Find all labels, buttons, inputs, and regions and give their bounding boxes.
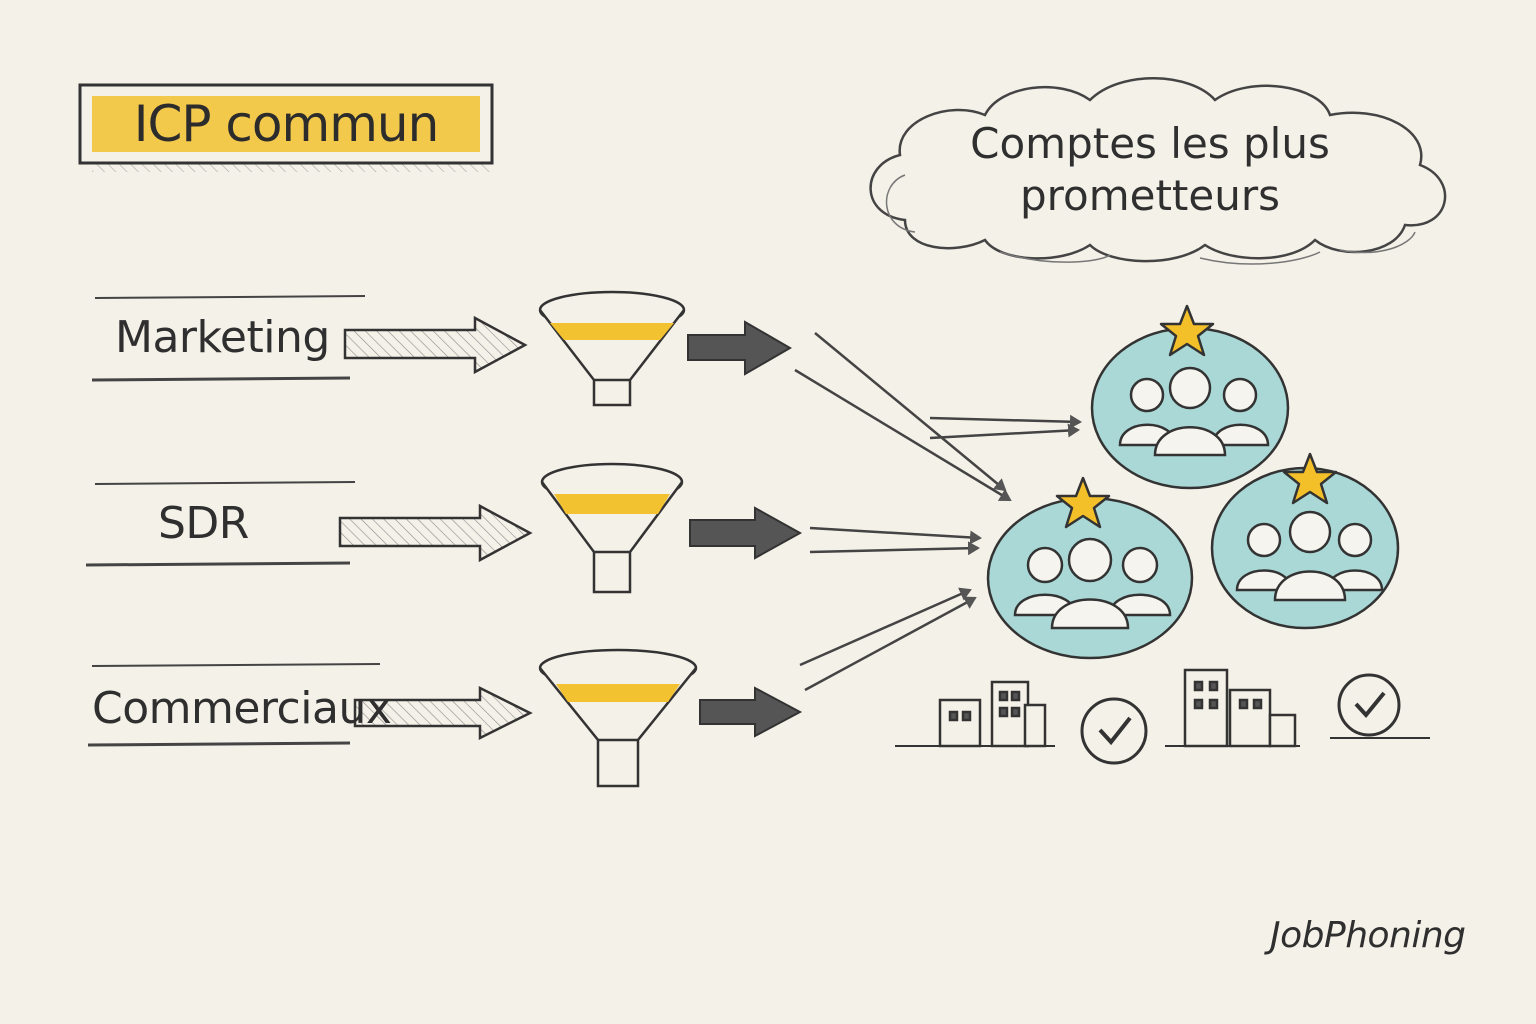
people-group-icon xyxy=(1013,537,1172,630)
people-group-icon xyxy=(1118,366,1270,457)
building-icon xyxy=(1165,668,1300,748)
cloud-label-line-1: Comptes les plus xyxy=(970,119,1330,168)
star-icon xyxy=(1055,304,1338,529)
source-label-commerciaux: Commerciaux xyxy=(92,683,392,734)
page-title: ICP commun xyxy=(133,95,440,153)
funnel-icon xyxy=(538,290,698,788)
cloud-label: Comptes les plus prometteurs xyxy=(960,118,1340,222)
check-circle-icon xyxy=(1330,673,1430,739)
account-group-right xyxy=(1210,466,1400,630)
brand-logo: JobPhoning xyxy=(1270,915,1466,956)
cloud-label-line-2: prometteurs xyxy=(1020,171,1280,220)
check-circle-icon xyxy=(1080,697,1148,765)
source-label-marketing: Marketing xyxy=(115,312,330,363)
account-group-top xyxy=(1090,326,1290,490)
building-icon xyxy=(895,680,1055,748)
source-lines xyxy=(85,295,381,747)
source-label-sdr: SDR xyxy=(158,498,249,549)
title-box: ICP commun xyxy=(80,85,492,163)
input-arrows xyxy=(338,315,533,741)
people-group-icon xyxy=(1235,510,1384,602)
title-box-graphic xyxy=(78,83,494,172)
converging-arrows xyxy=(794,332,1082,692)
output-arrows xyxy=(687,320,803,738)
cloud-shape xyxy=(869,77,1447,265)
account-group-center xyxy=(986,496,1194,660)
